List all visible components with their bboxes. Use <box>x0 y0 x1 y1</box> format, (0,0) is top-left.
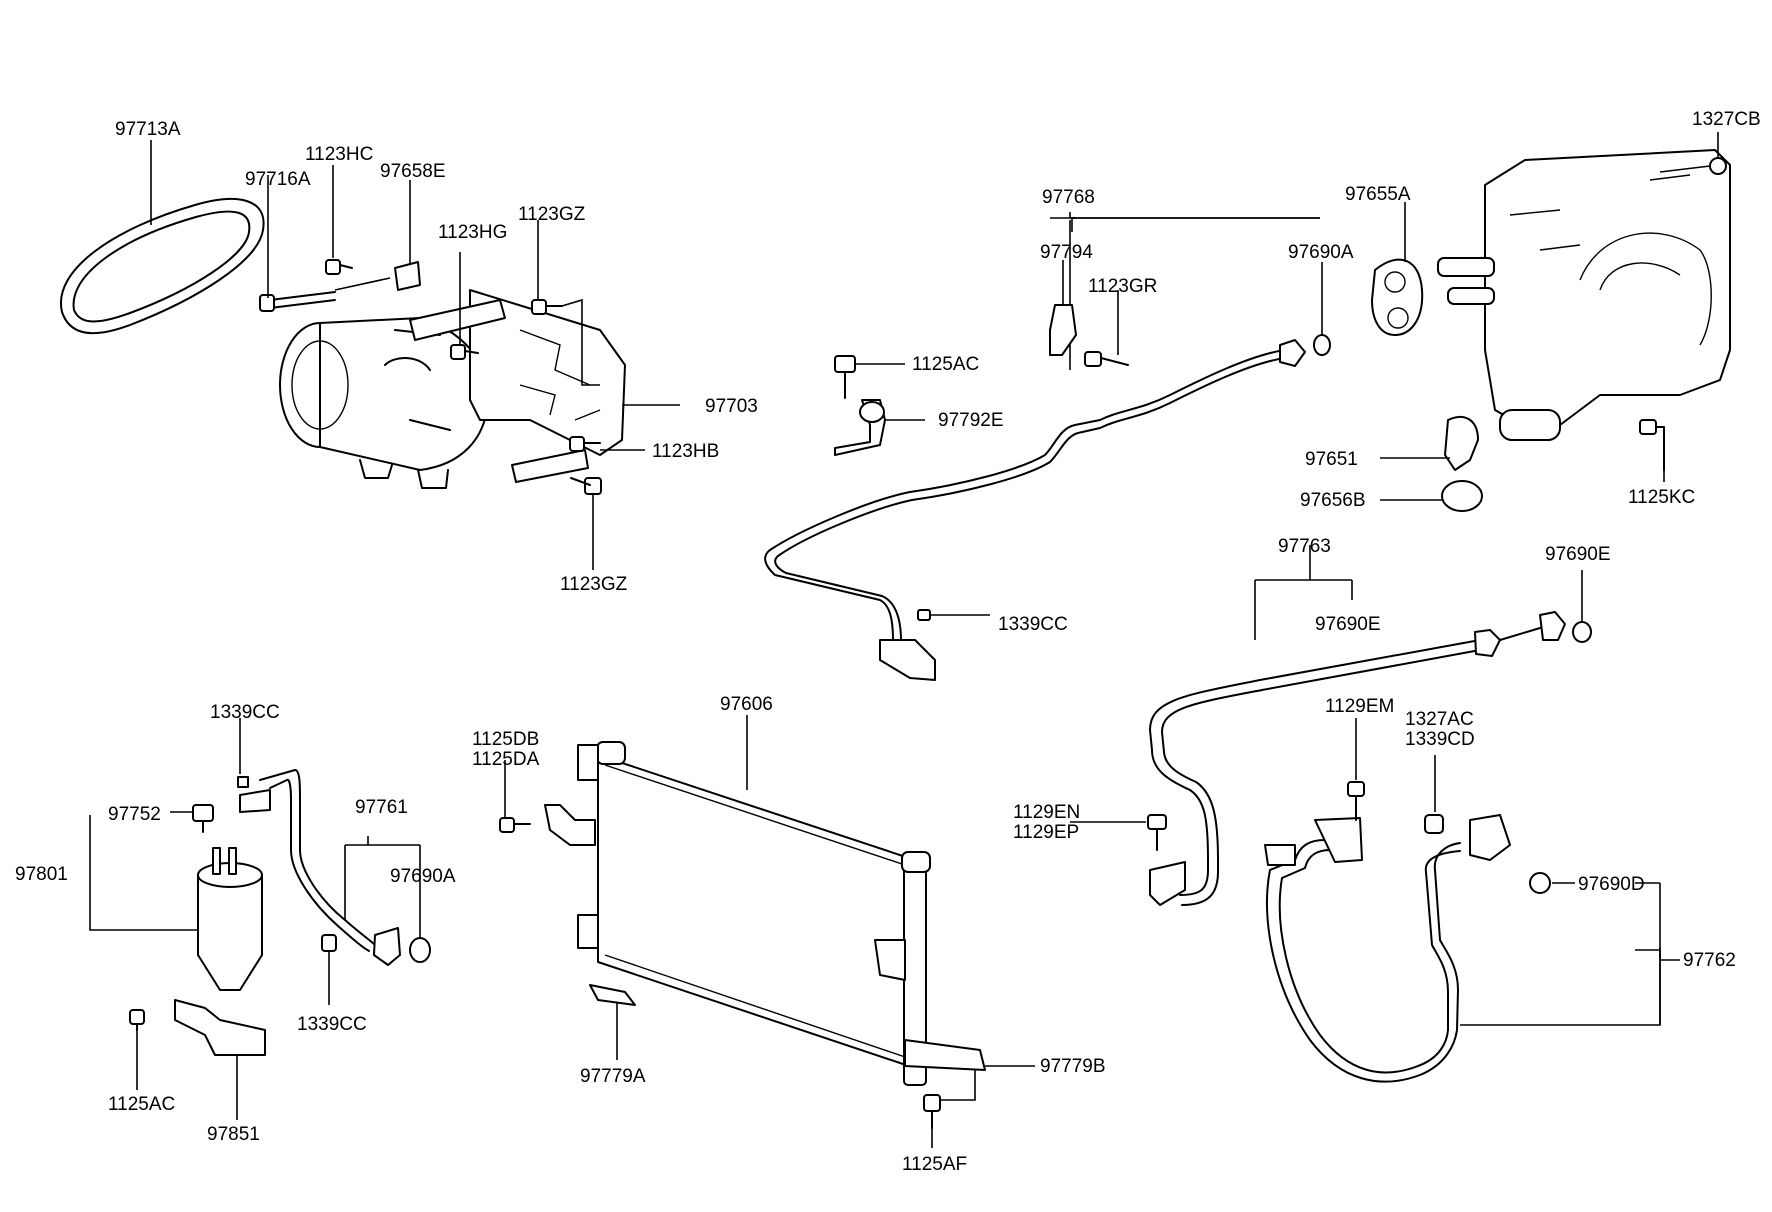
bolt-1125KC[interactable] <box>1639 419 1665 471</box>
label-1123GZ-top: 1123GZ <box>518 204 586 225</box>
o-ring-97690E[interactable] <box>1572 621 1592 643</box>
label-97690A-top: 97690A <box>1288 242 1354 263</box>
bolt-1123HC[interactable] <box>325 259 353 275</box>
bolt-1123GZ-top[interactable] <box>531 299 563 315</box>
label-97703: 97703 <box>705 396 758 417</box>
label-97713A: 97713A <box>115 119 181 140</box>
bolt-1125AC-top[interactable] <box>834 355 856 399</box>
label-97779B: 97779B <box>1040 1056 1106 1077</box>
label-97651: 97651 <box>1305 449 1358 470</box>
label-97761: 97761 <box>355 797 408 818</box>
label-97690A-left: 97690A <box>390 866 456 887</box>
o-ring-97690A-top[interactable] <box>1313 334 1331 356</box>
o-ring-97690D[interactable] <box>1529 872 1551 894</box>
clip-97794[interactable] <box>1049 304 1077 356</box>
o-ring-97690A-left[interactable] <box>409 937 431 963</box>
bolt-1125AF[interactable] <box>923 1094 941 1129</box>
label-97801: 97801 <box>15 864 68 885</box>
bolt-1129EN[interactable] <box>1147 814 1167 851</box>
label-1339CC-left: 1339CC <box>210 702 280 723</box>
receiver-drier[interactable] <box>197 847 263 991</box>
bolt-1123GZ-bottom[interactable] <box>570 477 602 495</box>
pipe-97762[interactable] <box>1264 814 1511 1083</box>
label-1339CC-mid: 1339CC <box>998 614 1068 635</box>
plug-97656B[interactable] <box>1441 480 1483 512</box>
label-97794: 97794 <box>1040 242 1093 263</box>
nut-1339CC-mid[interactable] <box>917 609 931 621</box>
label-97792E: 97792E <box>938 410 1004 431</box>
bracket-1125DB[interactable] <box>499 804 596 846</box>
label-1123HB: 1123HB <box>652 441 719 462</box>
label-1129EN: 1129EN <box>1013 802 1080 823</box>
label-97606: 97606 <box>720 694 773 715</box>
label-1129EM: 1129EM <box>1325 696 1394 717</box>
label-1123HC: 1123HC <box>305 144 373 165</box>
label-1123GR: 1123GR <box>1088 276 1157 297</box>
compressor-bracket[interactable] <box>409 289 626 483</box>
bolt-97752[interactable] <box>192 804 214 833</box>
label-1339CC-bottom: 1339CC <box>297 1014 367 1035</box>
bolt-1123GR[interactable] <box>1084 351 1129 367</box>
label-1125DA: 1125DA <box>472 749 540 770</box>
label-1123HG: 1123HG <box>438 222 507 243</box>
label-1327AC: 1327AC <box>1405 709 1474 730</box>
bolt-97716A[interactable] <box>259 291 336 312</box>
drain-hose-97651[interactable] <box>1444 415 1479 471</box>
label-97658E: 97658E <box>380 161 446 182</box>
clip-97792E[interactable] <box>834 399 886 456</box>
label-1125KC: 1125KC <box>1628 487 1695 508</box>
label-1125AC-top: 1125AC <box>912 354 979 375</box>
label-97655A: 97655A <box>1345 184 1411 205</box>
drive-belt[interactable] <box>59 198 265 335</box>
bolt-1123HB[interactable] <box>569 436 601 452</box>
label-97690E-top: 97690E <box>1545 544 1611 565</box>
bolt-1129EM[interactable] <box>1347 781 1365 821</box>
seal-97655A[interactable] <box>1371 258 1424 336</box>
evaporator-housing[interactable] <box>1437 149 1731 441</box>
label-97779A: 97779A <box>580 1066 646 1087</box>
label-1123GZ-bottom: 1123GZ <box>560 574 628 595</box>
label-97851: 97851 <box>207 1124 260 1145</box>
part-labels: 97713A 97716A 1123HC 97658E 1123HG 1123G… <box>15 109 1761 1175</box>
label-97768: 97768 <box>1042 187 1095 208</box>
nut-1327AC[interactable] <box>1424 814 1444 834</box>
pipe-97768[interactable] <box>764 339 1306 681</box>
label-97690D: 97690D <box>1578 874 1645 895</box>
bracket-97851[interactable] <box>174 999 266 1056</box>
label-1125DB: 1125DB <box>472 729 539 750</box>
label-1327CB: 1327CB <box>1692 109 1761 130</box>
bracket-97779A[interactable] <box>589 984 636 1006</box>
label-97656B: 97656B <box>1300 490 1366 511</box>
bolt-1123HG[interactable] <box>450 344 479 360</box>
compressor[interactable] <box>279 317 490 489</box>
label-97752: 97752 <box>108 804 161 825</box>
pipe-97763[interactable] <box>1149 611 1566 906</box>
condenser[interactable] <box>577 741 986 1086</box>
label-97716A: 97716A <box>245 169 311 190</box>
clip-97658E[interactable] <box>394 261 421 291</box>
nut-1327CB[interactable] <box>1709 157 1727 175</box>
label-97763: 97763 <box>1278 536 1331 557</box>
bolt-1125AC-bottom[interactable] <box>129 1009 145 1031</box>
nut-1339CC-bottom[interactable] <box>321 934 337 952</box>
label-97690E-mid: 97690E <box>1315 614 1381 635</box>
label-97762: 97762 <box>1683 950 1736 971</box>
label-1339CD: 1339CD <box>1405 729 1475 750</box>
pipe-97761[interactable] <box>237 769 401 966</box>
label-1125AF: 1125AF <box>902 1154 967 1175</box>
label-1125AC-bottom: 1125AC <box>108 1094 175 1115</box>
label-1129EP: 1129EP <box>1013 822 1079 843</box>
